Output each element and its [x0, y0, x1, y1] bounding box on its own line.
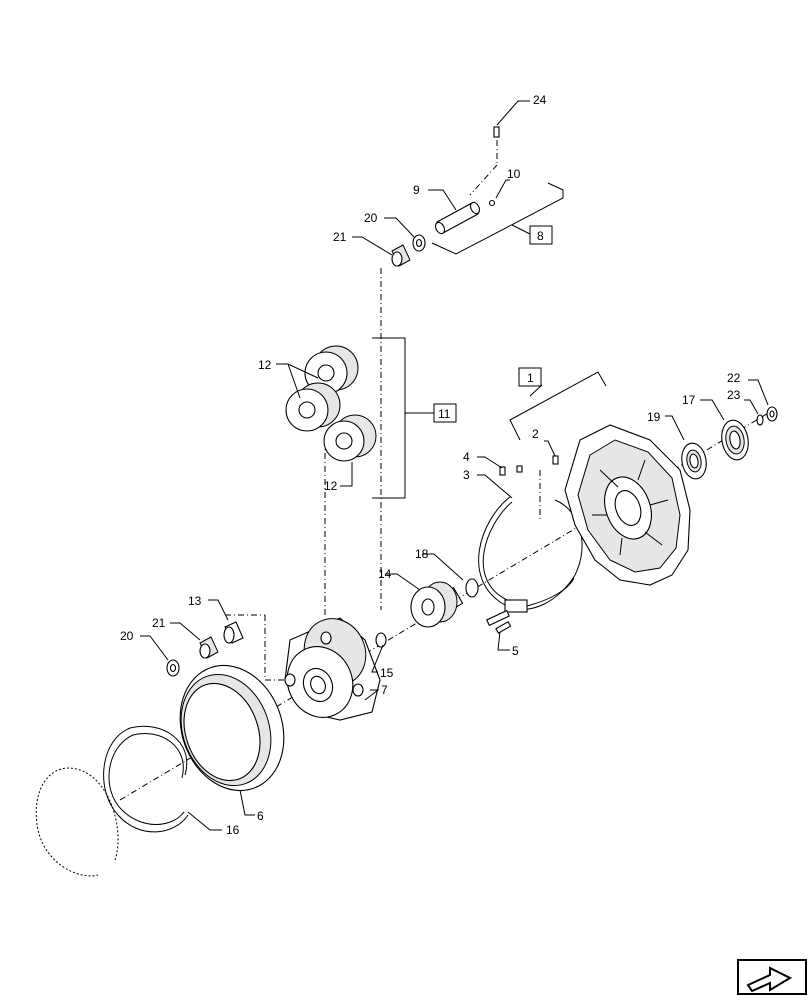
callout-13: 13 [188, 594, 202, 608]
callout-20-bottom: 20 [120, 629, 134, 643]
screw-4 [499, 465, 523, 476]
callout-16: 16 [226, 823, 240, 837]
callout-21-bottom: 21 [152, 616, 166, 630]
planet-gear-right [323, 414, 377, 462]
callout-6: 6 [257, 809, 264, 823]
housing-cover-1 [564, 424, 691, 586]
svg-text:11: 11 [438, 407, 451, 421]
callout-4: 4 [463, 450, 470, 464]
callout-14: 14 [378, 567, 392, 581]
callout-17: 17 [682, 393, 696, 407]
bracket-1 [509, 371, 607, 441]
callout-21-top: 21 [333, 230, 347, 244]
callout-24: 24 [533, 93, 547, 107]
planet-gear-top [304, 345, 359, 395]
washer-20-bottom [166, 659, 180, 677]
callout-10: 10 [507, 167, 521, 181]
bearing-21-top [391, 244, 411, 267]
pin-5 [495, 621, 512, 634]
callout-19: 19 [647, 410, 661, 424]
callout-23: 23 [727, 388, 741, 402]
bracket-11 [372, 337, 434, 499]
callout-22: 22 [727, 371, 741, 385]
snap-ring-16 [35, 725, 189, 877]
callout-2: 2 [532, 427, 539, 441]
callout-box-1: 1 [518, 367, 542, 387]
shaft-9 [434, 201, 481, 235]
planet-carrier-7 [284, 617, 381, 721]
nut-22 [766, 406, 778, 422]
svg-text:8: 8 [537, 229, 544, 243]
washer-20-top [412, 234, 426, 252]
callout-7: 7 [381, 683, 388, 697]
bearing-21-bottom [199, 636, 219, 659]
callout-labels: 24 9 10 20 21 12 12 2 4 3 18 14 13 21 20… [120, 93, 741, 837]
pin-24 [493, 126, 500, 138]
callout-3: 3 [463, 468, 470, 482]
next-page-arrow-icon[interactable] [737, 959, 807, 995]
bracket-8 [431, 182, 564, 255]
sun-gear-14 [410, 581, 464, 628]
callout-18: 18 [415, 547, 429, 561]
leader-lines [140, 100, 769, 831]
planet-gears-12 [285, 345, 377, 462]
planet-gear-middle [285, 382, 341, 432]
callout-15: 15 [380, 666, 394, 680]
bearing-19 [681, 442, 707, 480]
seal-17 [721, 419, 749, 461]
callout-12-bottom: 12 [324, 479, 338, 493]
ring-gear-6 [179, 664, 285, 792]
snap-ring-15 [375, 632, 387, 648]
callout-5: 5 [512, 644, 519, 658]
band-3 [478, 496, 583, 627]
callout-20-top: 20 [364, 211, 378, 225]
snap-ring-18 [465, 578, 479, 598]
ring-23 [756, 414, 764, 426]
callout-12-top: 12 [258, 358, 272, 372]
callout-9: 9 [413, 183, 420, 197]
spacer-13 [223, 621, 244, 644]
plug-2 [552, 455, 559, 465]
callout-box-8: 8 [529, 225, 553, 245]
callout-box-11: 11 [433, 403, 457, 423]
ball-10 [488, 199, 496, 207]
boxed-callouts: 8 11 1 [433, 225, 553, 423]
svg-text:1: 1 [527, 371, 534, 385]
